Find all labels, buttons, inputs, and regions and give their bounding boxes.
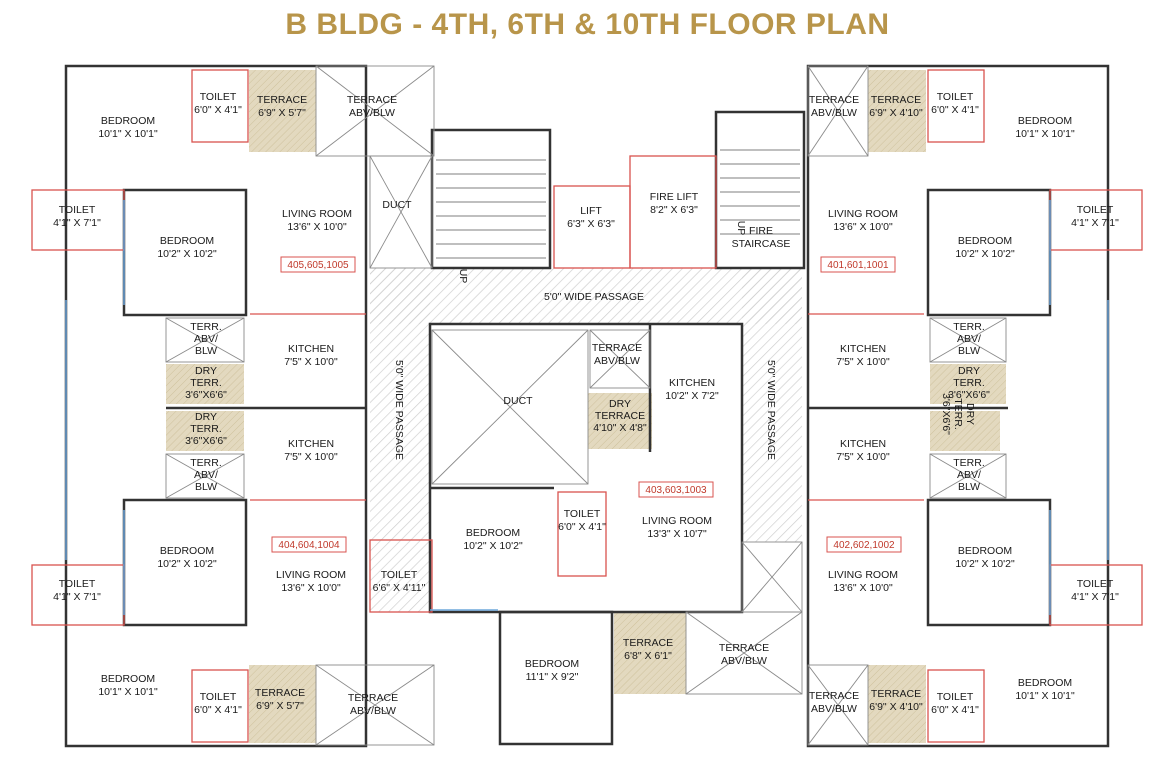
page-title: B BLDG - 4TH, 6TH & 10TH FLOOR PLAN (285, 8, 890, 41)
passage-label-left: 5'0" WIDE PASSAGE (393, 360, 405, 460)
unit-number: 403,603,1003 (645, 485, 707, 496)
room-label: 5'0" WIDE PASSAGE (544, 291, 644, 303)
passage-label-right: 5'0" WIDE PASSAGE (765, 360, 777, 460)
duct-crosses (165, 65, 1007, 746)
unit-number-box (280, 256, 356, 273)
stair-treads (436, 149, 800, 259)
small-label: TERR.ABV/BLW (190, 457, 222, 493)
unit-number-box (820, 256, 896, 273)
room-label: DUCT (503, 395, 533, 407)
small-label: TERR.ABV/BLW (953, 321, 985, 357)
unit-numbers: 405,605,1005 401,601,1001 403,603,1003 404,… (271, 256, 902, 553)
unit-number-box (271, 536, 347, 553)
unit-number: 405,605,1005 (287, 260, 349, 271)
small-label: TERR.ABV/BLW (190, 321, 222, 357)
room-label: DUCT (382, 199, 412, 211)
passage-area (370, 268, 802, 612)
unit-number-box (826, 536, 902, 553)
small-label: TERR.ABV/BLW (953, 457, 985, 493)
red-outlines (31, 69, 1143, 743)
windows (65, 200, 1109, 615)
stair-up-label-right: UP (735, 221, 747, 236)
unit-number: 402,602,1002 (833, 540, 895, 551)
small-label: DRYTERR.3'6"X6'6" (940, 393, 976, 435)
terrace-fills (166, 70, 1006, 743)
unit-number: 401,601,1001 (827, 260, 889, 271)
unit-number: 404,604,1004 (278, 540, 340, 551)
unit-number-box (638, 481, 714, 498)
stair-up-label-left: UP (457, 269, 469, 284)
